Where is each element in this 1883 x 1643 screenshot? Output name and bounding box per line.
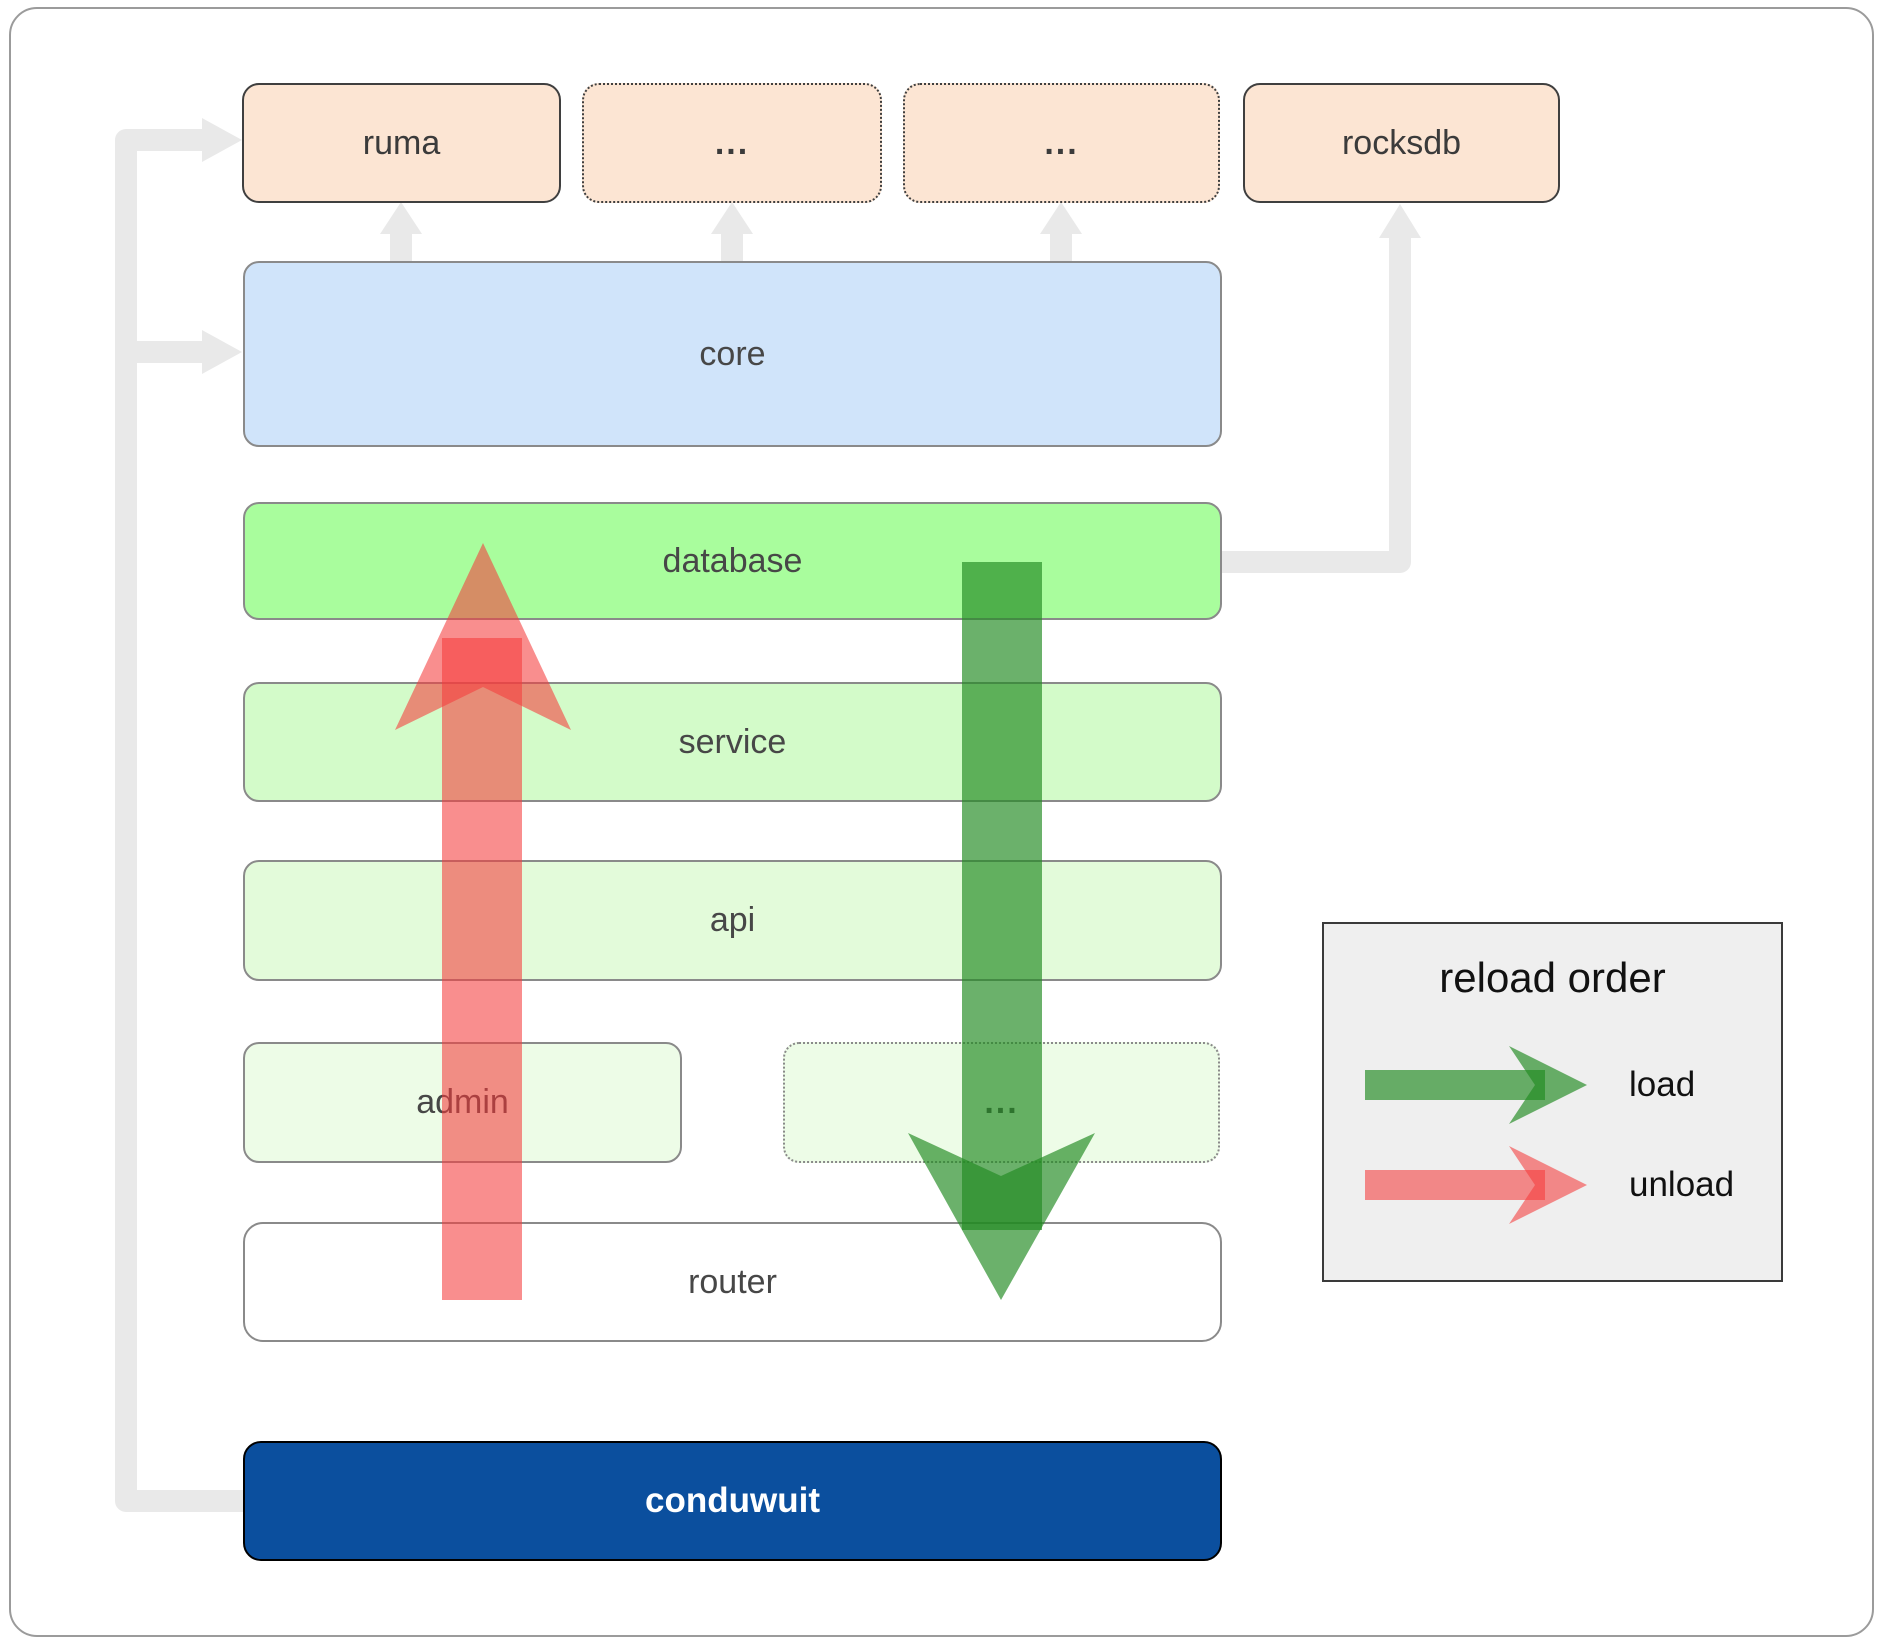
unload-arrow-icon — [1365, 1146, 1587, 1224]
box-ruma: ruma — [242, 83, 561, 203]
box-ellipsis-top-2: ... — [903, 83, 1220, 203]
box-ellipsis-top-1-label: ... — [714, 123, 750, 162]
diagram-border — [9, 7, 1874, 1637]
box-admin: admin — [243, 1042, 682, 1163]
box-ellipsis-mid: ... — [783, 1042, 1220, 1163]
box-router-label: router — [688, 1262, 777, 1301]
box-conduwuit: conduwuit — [243, 1441, 1222, 1561]
box-core: core — [243, 261, 1222, 447]
legend-row-load: load — [1365, 1045, 1765, 1125]
legend-load-label: load — [1629, 1065, 1696, 1104]
box-core-label: core — [699, 334, 766, 373]
box-service-label: service — [678, 722, 787, 761]
box-rocksdb-label: rocksdb — [1341, 123, 1462, 162]
box-database-label: database — [662, 541, 803, 580]
box-ellipsis-top-2-label: ... — [1044, 123, 1079, 162]
box-ellipsis-top-1: ... — [582, 83, 882, 203]
load-arrow-icon — [1365, 1046, 1587, 1124]
box-api: api — [243, 860, 1222, 981]
box-database: database — [243, 502, 1222, 620]
legend-reload-order: reload order load unload — [1322, 922, 1783, 1282]
box-api-label: api — [709, 901, 756, 939]
box-service: service — [243, 682, 1222, 802]
legend-unload-label: unload — [1629, 1165, 1735, 1204]
box-admin-label: admin — [416, 1083, 509, 1121]
box-ruma-label: ruma — [362, 123, 441, 162]
box-conduwuit-label: conduwuit — [645, 1481, 820, 1520]
legend-row-unload: unload — [1365, 1145, 1765, 1225]
legend-title: reload order — [1439, 954, 1666, 1001]
box-ellipsis-mid-label: ... — [984, 1083, 1019, 1121]
box-router: router — [243, 1222, 1222, 1342]
box-rocksdb: rocksdb — [1243, 83, 1560, 203]
